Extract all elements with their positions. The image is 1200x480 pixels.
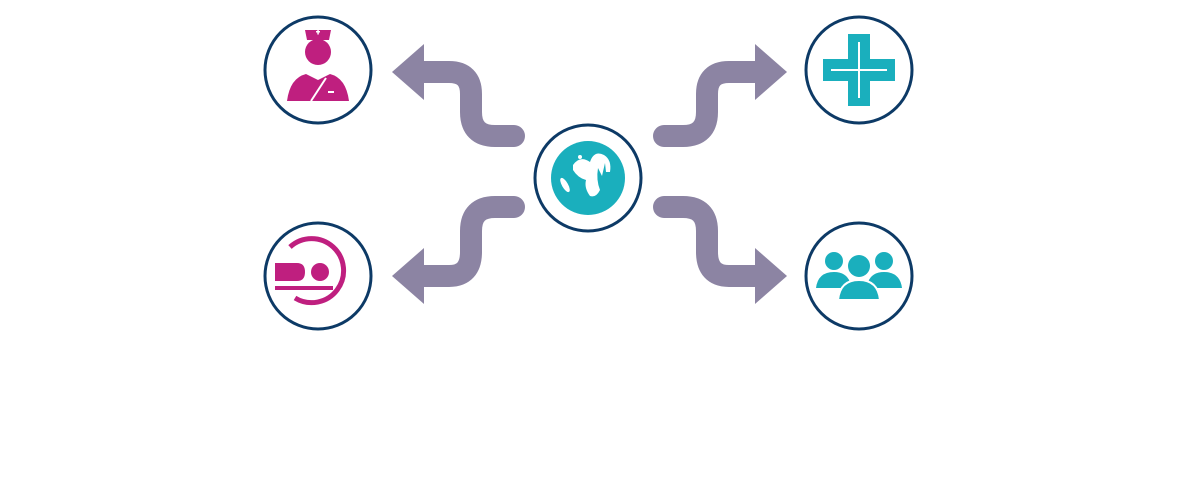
arrow-to-cross	[653, 61, 771, 147]
medical-cross-icon	[823, 34, 895, 106]
people-group-icon	[816, 252, 902, 301]
arrowhead-cross	[755, 44, 787, 100]
arrowhead-people	[755, 248, 787, 304]
arrowhead-nurse	[392, 44, 424, 100]
arrow-to-nurse	[407, 61, 525, 147]
arrowhead-mri	[392, 248, 424, 304]
nurse-icon	[287, 29, 349, 102]
arrow-to-mri	[407, 196, 525, 287]
mri-scanner-icon	[275, 236, 347, 306]
arrow-to-people	[653, 196, 771, 287]
globe-icon	[551, 141, 625, 215]
